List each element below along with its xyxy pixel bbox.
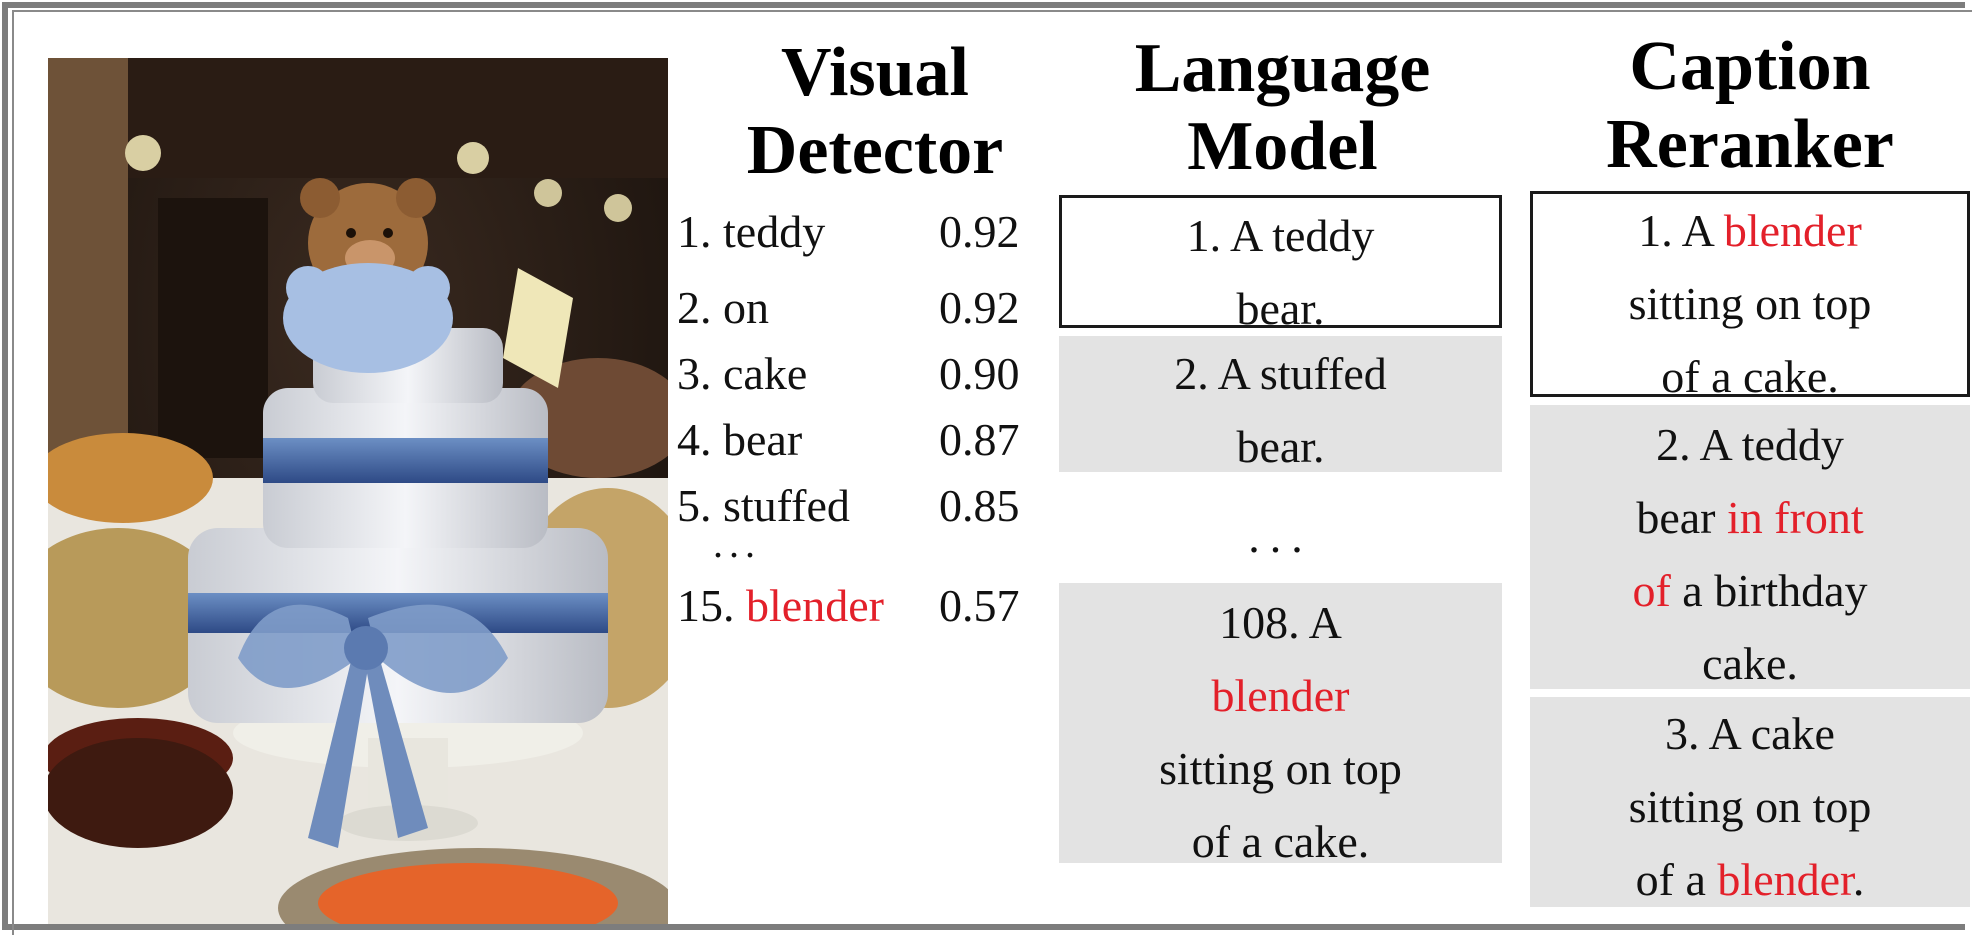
caption-text: of a cake.	[1191, 816, 1370, 867]
detection-score: 0.92	[939, 282, 1020, 333]
caption-line: of a cake.	[1059, 805, 1502, 878]
caption-text: .	[1852, 854, 1865, 905]
caption-line: bear.	[1062, 272, 1499, 345]
detection-score: 0.57	[939, 580, 1020, 631]
caption-text: 2. A stuffed	[1174, 348, 1387, 399]
detection-score: 0.87	[939, 414, 1020, 465]
caption-text: sitting on top	[1628, 278, 1872, 329]
caption-reranker-heading: Caption Reranker	[1606, 28, 1894, 183]
reranked-caption-3: 3. A cake sitting on top of a blender.	[1530, 697, 1970, 907]
detection-word: 5. stuffed	[677, 480, 850, 531]
caption-line: 108. A	[1059, 586, 1502, 659]
caption-text: 108. A	[1219, 597, 1342, 648]
caption-line: 3. A cake	[1530, 697, 1970, 770]
input-photo	[48, 58, 668, 924]
caption-line: sitting on top	[1059, 732, 1502, 805]
caption-line: sitting on top	[1533, 267, 1967, 340]
caption-line: bear.	[1059, 410, 1502, 483]
caption-text: sitting on top	[1159, 743, 1402, 794]
detection-score: 0.92	[939, 206, 1020, 257]
caption-text: a birthday	[1670, 565, 1868, 616]
caption-text: bear.	[1236, 283, 1325, 334]
caption-text: 1. A	[1638, 205, 1724, 256]
detection-score: 0.90	[939, 348, 1020, 399]
reranked-caption-1: 1. A blender sitting on top of a cake.	[1530, 191, 1970, 402]
lm-ellipsis: ...	[1248, 511, 1313, 562]
caption-line: bear in front	[1530, 481, 1970, 554]
caption-line: 2. A stuffed	[1059, 337, 1502, 410]
caption-text: bear	[1636, 492, 1727, 543]
caption-text: bear.	[1236, 421, 1325, 472]
highlighted-word: blender	[1211, 670, 1350, 721]
caption-line: blender	[1059, 659, 1502, 732]
caption-text: 1. A teddy	[1186, 210, 1375, 261]
language-model-heading: Language Model	[1134, 30, 1431, 185]
figure-inner-border	[12, 10, 1972, 935]
caption-line: 1. A teddy	[1062, 199, 1499, 272]
caption-line: sitting on top	[1530, 770, 1970, 843]
caption-line: of a birthday	[1530, 554, 1970, 627]
caption-line: cake.	[1530, 627, 1970, 700]
lm-caption-108: 108. A blender sitting on top of a cake.	[1059, 583, 1502, 867]
detection-word: 15. blender	[677, 580, 884, 631]
detector-ellipsis: ...	[713, 521, 761, 566]
detection-score: 0.85	[939, 480, 1020, 531]
caption-text: cake.	[1702, 638, 1798, 689]
highlighted-word: blender	[1717, 854, 1853, 905]
highlighted-word: in front	[1726, 492, 1864, 543]
highlighted-word: blender	[1723, 205, 1862, 256]
caption-line: 1. A blender	[1533, 194, 1967, 267]
lm-caption-2: 2. A stuffed bear.	[1059, 336, 1502, 472]
detection-word: 4. bear	[677, 414, 803, 465]
detection-word: 3. cake	[677, 348, 808, 399]
detection-word: 2. on	[677, 282, 769, 333]
caption-line: 2. A teddy	[1530, 408, 1970, 481]
highlighted-word: of	[1632, 565, 1671, 616]
detection-word: 1. teddy	[677, 206, 826, 257]
caption-text: of a cake.	[1661, 351, 1839, 402]
lm-caption-1: 1. A teddy bear.	[1059, 195, 1502, 334]
caption-line: of a cake.	[1533, 340, 1967, 413]
caption-line: of a blender.	[1530, 843, 1970, 916]
caption-text: 2. A teddy	[1656, 419, 1844, 470]
visual-detector-heading: Visual Detector	[746, 34, 1004, 189]
caption-text: 3. A cake	[1665, 708, 1835, 759]
caption-text: sitting on top	[1628, 781, 1872, 832]
caption-text: of a	[1635, 854, 1718, 905]
